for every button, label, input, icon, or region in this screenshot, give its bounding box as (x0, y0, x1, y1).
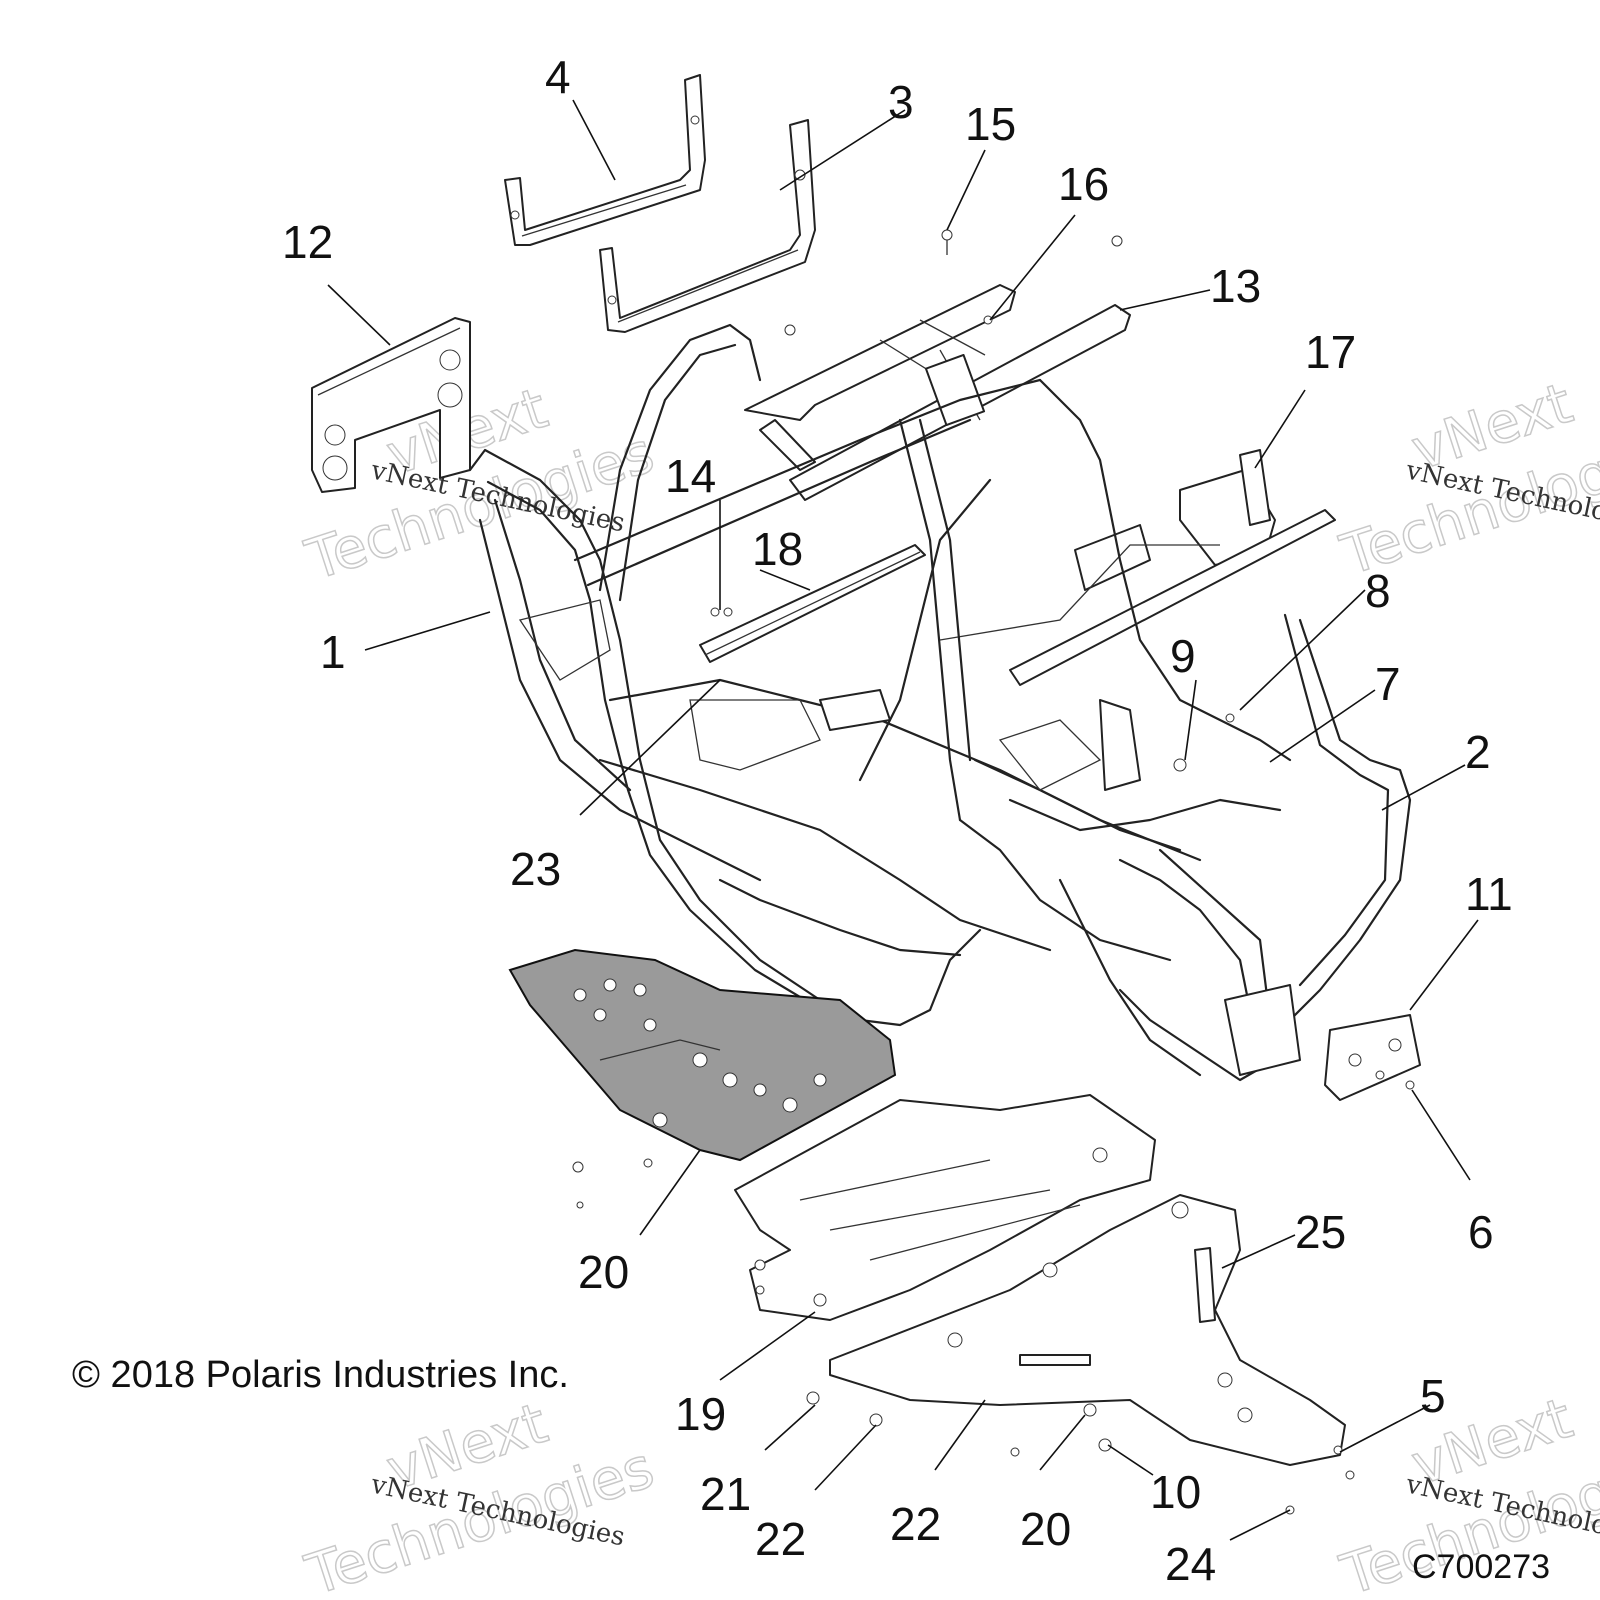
main-frame (468, 323, 1412, 1082)
callout-label: 16 (1058, 158, 1109, 210)
callout-label: 5 (1420, 1370, 1446, 1422)
callout-label: 7 (1375, 658, 1401, 710)
skid-plate-19 (734, 1094, 1156, 1321)
bracket-11 (1324, 1014, 1421, 1101)
skid-plate-21 (829, 1194, 1346, 1466)
leader-lines (327, 99, 1479, 1541)
callout-label: 14 (665, 450, 716, 502)
callout-label: 22 (755, 1513, 806, 1565)
fasteners (572, 229, 1415, 1515)
callout-label: 20 (578, 1246, 629, 1298)
callout-label: 25 (1295, 1206, 1346, 1258)
figure-id: C700273 (1412, 1548, 1550, 1586)
callout-label: 6 (1468, 1206, 1494, 1258)
callout-label: 18 (752, 523, 803, 575)
callout-label: 4 (545, 51, 571, 103)
callout-label: 24 (1165, 1538, 1216, 1590)
callout-label: 9 (1170, 630, 1196, 682)
callout-label: 19 (675, 1388, 726, 1440)
copyright-notice: © 2018 Polaris Industries Inc. (72, 1354, 569, 1396)
callout-label: 23 (510, 843, 561, 895)
callout-label: 21 (700, 1468, 751, 1520)
bracket-12 (311, 317, 471, 493)
rail-assembly-13 (744, 284, 1131, 501)
callout-label: 1 (320, 626, 346, 678)
seat-bracket-4 (504, 74, 706, 246)
support-17 (939, 449, 1336, 686)
callout-labels: 4 3 15 16 13 17 12 14 18 1 8 9 7 2 23 11… (282, 51, 1513, 1590)
callout-label: 8 (1365, 565, 1391, 617)
watermark-group: vNext Technologies vNext Technologies vN… (298, 370, 1600, 1600)
callout-label: 2 (1465, 726, 1491, 778)
callout-label: 11 (1465, 868, 1513, 920)
callout-label: 13 (1210, 260, 1261, 312)
callout-label: 3 (888, 76, 914, 128)
callout-label: 20 (1020, 1503, 1071, 1555)
callout-label: 22 (890, 1498, 941, 1550)
callout-label: 17 (1305, 326, 1356, 378)
callout-label: 10 (1150, 1466, 1201, 1518)
crossbar-18 (699, 544, 926, 663)
seat-bracket-3 (599, 119, 816, 333)
skid-plate-20 (508, 948, 897, 1162)
callout-label: 12 (282, 216, 333, 268)
callout-label: 15 (965, 98, 1016, 150)
